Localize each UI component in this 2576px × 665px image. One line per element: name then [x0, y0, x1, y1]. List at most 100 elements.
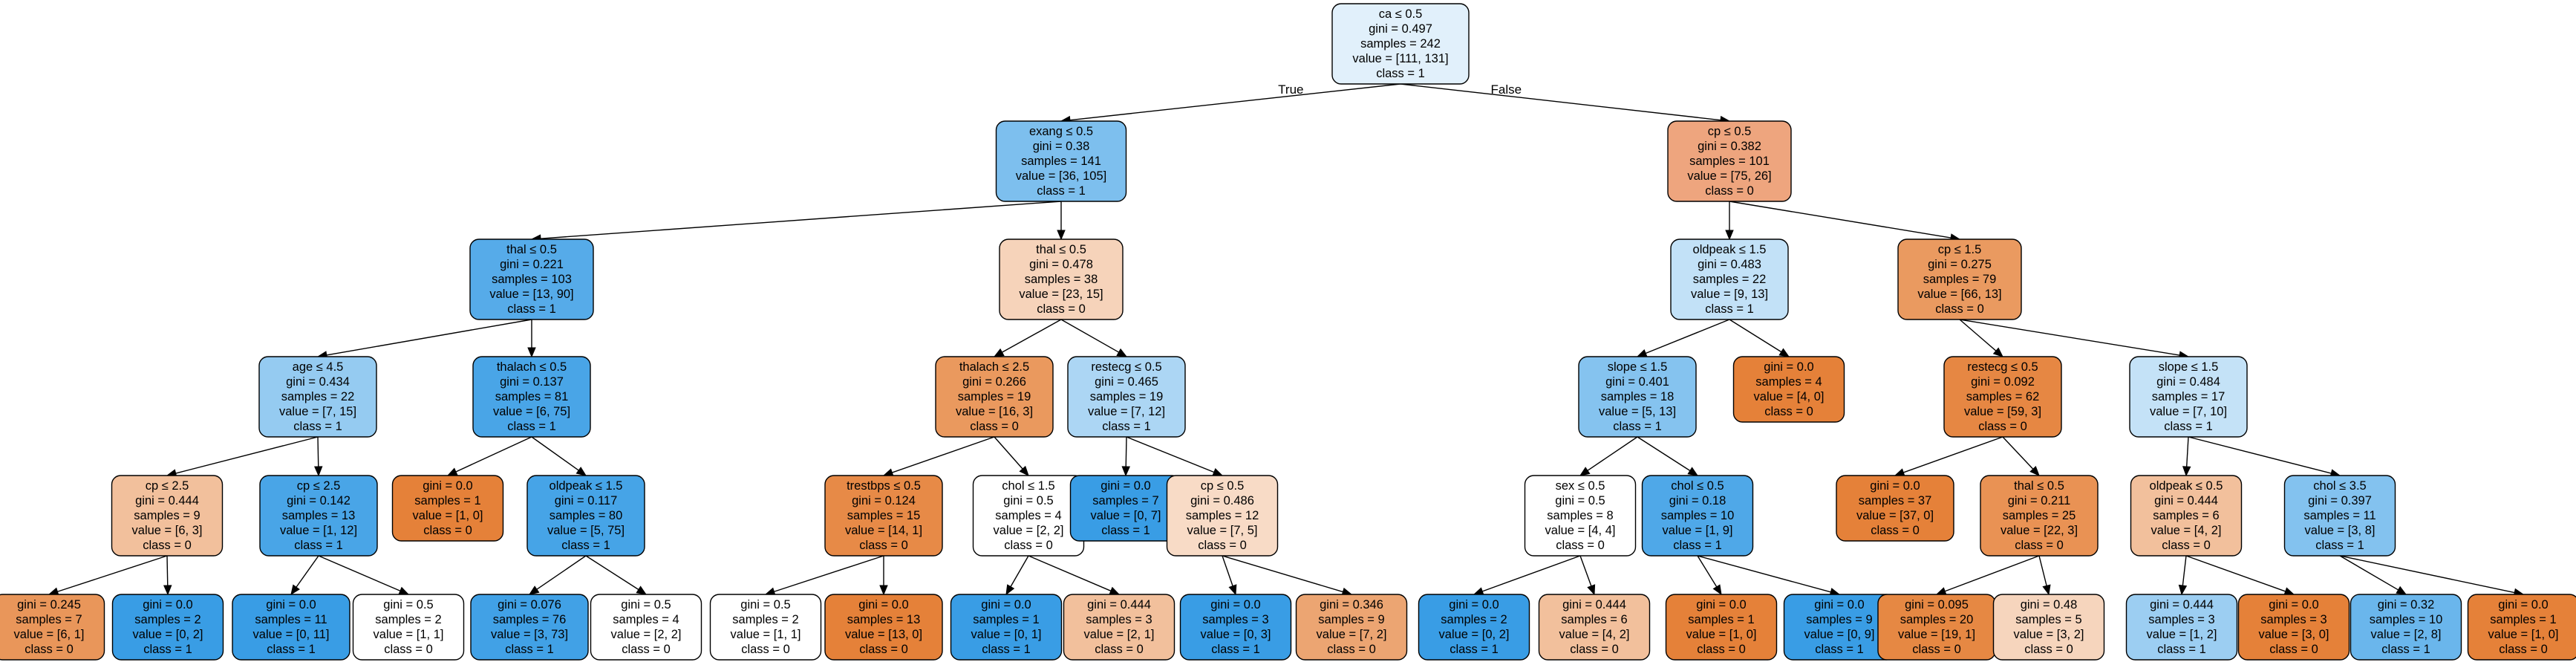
node-text-line: samples = 11 [2303, 509, 2376, 522]
node-text-line: samples = 9 [1318, 613, 1384, 626]
node-text-line: class = 0 [970, 420, 1019, 433]
node-text-line: gini = 0.5 [1555, 494, 1605, 507]
node-text-line: value = [3, 8] [2305, 524, 2376, 537]
node-box [0, 594, 105, 661]
node-text-line: samples = 37 [1859, 494, 1932, 507]
node-text-line: class = 0 [1764, 405, 1813, 418]
edge-arrowhead [1636, 348, 1648, 357]
node-text-line: samples = 8 [1547, 509, 1613, 522]
node-text-line: samples = 38 [1025, 273, 1098, 286]
node-text-line: samples = 1 [973, 613, 1039, 626]
edge-8-17 [455, 436, 532, 473]
node-text-line: class = 0 [622, 643, 671, 656]
node-box [1538, 594, 1651, 661]
node-text-line: gini = 0.484 [2156, 375, 2220, 389]
node-text-line: gini = 0.0 [981, 598, 1031, 612]
node-box [950, 594, 1063, 661]
node-box [1063, 594, 1175, 661]
edge-5-12 [1729, 319, 1782, 353]
node-text-line: gini = 0.142 [287, 494, 350, 507]
node-text-line: class = 0 [1004, 539, 1053, 552]
node-text-line: class = 0 [1556, 539, 1605, 552]
node-box [590, 594, 702, 661]
node-box [709, 594, 822, 661]
node-box [935, 356, 1054, 438]
node-text-line: gini = 0.5 [621, 598, 671, 612]
node-text-line: class = 0 [2024, 643, 2073, 656]
node-text-line: samples = 79 [1923, 273, 1997, 286]
node-text-line: class = 1 [1815, 643, 1864, 656]
edge-arrowhead [2178, 584, 2188, 596]
node-text-line: age ≤ 4.5 [293, 360, 344, 374]
node-text-line: gini = 0.0 [1449, 598, 1499, 612]
node-box [1732, 356, 1845, 423]
node-box [2237, 594, 2350, 661]
edge-8-18 [531, 436, 579, 471]
node-box [1067, 356, 1186, 438]
node-text-line: samples = 6 [1561, 613, 1627, 626]
node-text-line: value = [4, 2] [2151, 524, 2222, 537]
node-text-line: class = 0 [1978, 420, 2027, 433]
node-text-line: samples = 9 [1806, 613, 1872, 626]
node-text-line: samples = 1 [2490, 613, 2556, 626]
edge-28-49 [2339, 555, 2399, 591]
node-text-line: samples = 22 [281, 390, 355, 403]
node-text-line: class = 0 [1198, 539, 1247, 552]
node-text-line: restecg ≤ 0.5 [1967, 360, 2038, 374]
node-text-line: thalach ≤ 2.5 [959, 360, 1029, 374]
node-text-line: value = [6, 1] [14, 628, 85, 641]
node-text-line: class = 0 [859, 643, 908, 656]
node-text-line: class = 1 [982, 643, 1031, 656]
node-text-line: class = 1 [1211, 643, 1260, 656]
node-box [232, 594, 350, 661]
node-text-line: gini = 0.0 [2498, 598, 2548, 612]
edge-22-39 [1222, 555, 1233, 586]
node-text-line: value = [5, 75] [547, 524, 625, 537]
node-text-line: class = 0 [2269, 643, 2318, 656]
node-text-line: gini = 0.0 [1210, 598, 1260, 612]
node-text-line: class = 0 [143, 539, 192, 552]
node-text-line: samples = 4 [995, 509, 1061, 522]
node-box [1665, 594, 1778, 661]
node-text-line: value = [6, 75] [493, 405, 570, 418]
node-text-line: class = 1 [2157, 643, 2206, 656]
node-text-line: gini = 0.382 [1698, 140, 1761, 153]
edge-3-7 [326, 319, 532, 356]
node-text-line: chol ≤ 0.5 [1671, 479, 1724, 493]
node-box [999, 239, 1124, 320]
node-text-line: value = [13, 0] [845, 628, 922, 641]
node-text-line: gini = 0.0 [423, 479, 472, 493]
node-text-line: samples = 2 [134, 613, 200, 626]
node-box [1418, 594, 1530, 661]
node-text-line: gini = 0.0 [1764, 360, 1813, 374]
node-text-line: value = [111, 131] [1352, 52, 1448, 65]
node-text-line: value = [36, 105] [1016, 169, 1106, 183]
node-text-line: value = [7, 5] [1187, 524, 1258, 537]
edge-6-14 [1959, 319, 2180, 356]
edge-arrowhead [1005, 584, 1015, 596]
node-text-line: gini = 0.38 [1033, 140, 1090, 153]
node-text-line: samples = 13 [847, 613, 921, 626]
node-text-line: samples = 3 [1086, 613, 1152, 626]
node-box [1992, 594, 2105, 661]
node-text-line: value = [7, 10] [2150, 405, 2227, 418]
node-text-line: samples = 101 [1689, 155, 1770, 168]
node-box [472, 356, 591, 438]
node-text-line: cp ≤ 1.5 [1938, 243, 1982, 256]
node-text-line: class = 0 [2015, 539, 2064, 552]
node-text-line: gini = 0.434 [286, 375, 350, 389]
